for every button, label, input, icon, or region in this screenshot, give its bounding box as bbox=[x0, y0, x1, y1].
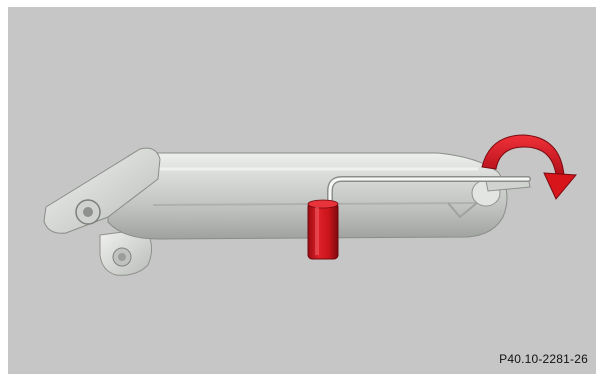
illustration-panel: P40.10-2281-26 bbox=[8, 7, 596, 374]
crank-handle bbox=[308, 200, 338, 259]
jack-diagram bbox=[8, 7, 596, 374]
figure-code: P40.10-2281-26 bbox=[499, 352, 588, 366]
